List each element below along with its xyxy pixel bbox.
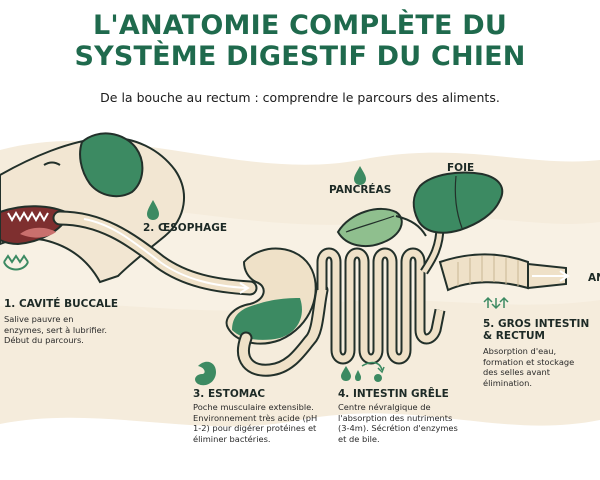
liver-illustration [412, 171, 504, 234]
page-subtitle: De la bouche au rectum : comprendre le p… [100, 90, 500, 105]
pancreas-droplet-icon [354, 166, 366, 185]
page-title-line-2: SYSTÈME DIGESTIF DU CHIEN [74, 41, 526, 72]
step-5-line: Absorption d'eau, [483, 346, 557, 356]
flow-arrows-icon [361, 361, 385, 382]
step-3-line: 1-2) pour digérer protéines et [193, 423, 317, 433]
exit-label: AN [588, 272, 600, 284]
step-5-line: formation et stockage [483, 356, 575, 367]
step-5-title-line-1: 5. GROS INTESTIN [483, 318, 590, 330]
dog-tongue [20, 227, 56, 238]
step-1-line: Début du parcours. [4, 335, 84, 345]
step-3-line: Environnement très acide (pH [193, 412, 318, 423]
pancreas-illustration [336, 207, 427, 248]
step-4-title: 4. INTESTIN GRÊLE [338, 388, 449, 400]
step-5-line: des selles avant [483, 367, 551, 377]
page-title-line-1: L'ANATOMIE COMPLÈTE DU [93, 10, 507, 41]
droplets-icon [341, 366, 361, 381]
step-4-line: et de bile. [338, 433, 380, 444]
absorption-arrows-icon [483, 296, 509, 310]
step-1-title: 1. CAVITÉ BUCCALE [4, 298, 119, 310]
step-3-title: 3. ESTOMAC [193, 388, 266, 400]
step-4-line: (3-4m). Sécrétion d'enzymes [338, 423, 458, 433]
step-5-title-line-2: & RECTUM [483, 330, 545, 342]
pancreas-label: PANCRÉAS [329, 184, 392, 196]
dog-eye [43, 161, 61, 166]
step-3-line: Poche musculaire extensible. [193, 402, 314, 412]
step-4-line: l'absorption des nutriments [338, 412, 453, 423]
liver-label: FOIE [447, 162, 475, 174]
step-3-description: Poche musculaire extensible. Environneme… [193, 402, 317, 444]
flow-arrow-esophagus [83, 218, 247, 289]
step-5-title: 5. GROS INTESTIN & RECTUM [483, 318, 589, 342]
title-block: L'ANATOMIE COMPLÈTE DU SYSTÈME DIGESTIF … [0, 10, 600, 72]
step-1-description: Salive pauvre en enzymes, sert à lubrifi… [4, 314, 107, 346]
step-3-line: éliminer bactéries. [193, 433, 271, 444]
step-4-line: Centre névralgique de [338, 402, 431, 412]
dog-ear [79, 132, 144, 198]
teeth-icon [3, 254, 29, 271]
step-1-line: enzymes, sert à lubrifier. [4, 324, 108, 335]
step-2-title: 2. ŒSOPHAGE [143, 222, 228, 234]
digestive-tract [52, 210, 570, 377]
step-5-description: Absorption d'eau, formation et stockage … [483, 346, 574, 388]
stomach-icon [195, 361, 216, 386]
droplet-icon [147, 200, 159, 220]
step-5-line: élimination. [483, 377, 532, 388]
step-1-line: Salive pauvre en [4, 314, 74, 324]
dog-teeth [7, 210, 49, 223]
step-4-description: Centre névralgique de l'absorption des n… [338, 402, 458, 444]
